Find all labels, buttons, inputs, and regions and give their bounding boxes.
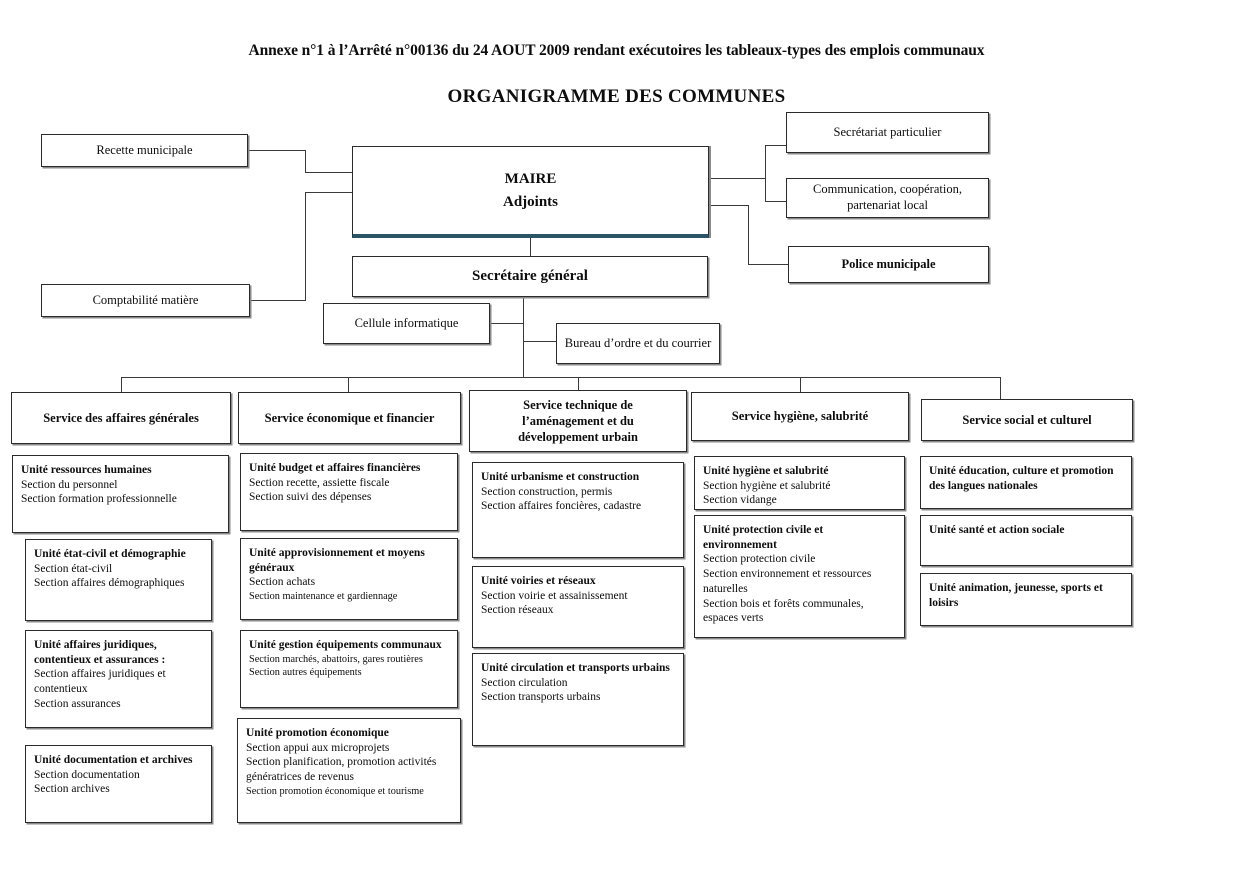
connector-maire-sg <box>530 234 531 256</box>
connector-services-bus <box>121 377 1001 378</box>
connector-sg-spine <box>523 297 524 378</box>
service-header-social-culturel[interactable]: Service social et culturel <box>921 399 1133 441</box>
connector-recette-h1 <box>248 150 306 151</box>
maire-text: MAIRE Adjoints <box>502 171 558 210</box>
unit-ressources-humaines[interactable]: Unité ressources humaines Section du per… <box>12 455 229 533</box>
unit-affaires-juridiques[interactable]: Unité affaires juridiques, contentieux e… <box>25 630 212 728</box>
unit-budget-affaires-financieres[interactable]: Unité budget et affaires financières Sec… <box>240 453 458 531</box>
box-secretaire-general[interactable]: Secrétaire général <box>352 256 708 297</box>
connector-drop-service-2 <box>348 377 349 392</box>
unit-approvisionnement-moyens-generaux[interactable]: Unité approvisionnement et moyens généra… <box>240 538 458 620</box>
connector-comptabilite-v <box>305 192 306 301</box>
box-cellule-informatique[interactable]: Cellule informatique <box>323 303 490 344</box>
connector-drop-service-5 <box>1000 377 1001 399</box>
connector-bureau-ordre <box>523 341 556 342</box>
connector-drop-service-4 <box>800 377 801 392</box>
unit-urbanisme-construction[interactable]: Unité urbanisme et construction Section … <box>472 462 684 558</box>
document-title: Annexe n°1 à l’Arrêté n°00136 du 24 AOUT… <box>248 42 985 59</box>
connector-right-bus-v <box>765 145 766 201</box>
connector-drop-service-1 <box>121 377 122 392</box>
unit-sante-action-sociale[interactable]: Unité santé et action sociale <box>920 515 1132 566</box>
connector-drop-service-3 <box>578 377 579 390</box>
box-comptabilite-matiere[interactable]: Comptabilité matière <box>41 284 250 317</box>
connector-police-h1 <box>710 205 749 206</box>
unit-circulation-transports-urbains[interactable]: Unité circulation et transports urbains … <box>472 653 684 746</box>
connector-maire-right-h <box>710 178 766 179</box>
unit-etat-civil-demographie[interactable]: Unité état-civil et démographie Section … <box>25 539 212 621</box>
service-header-affaires-generales[interactable]: Service des affaires générales <box>11 392 231 444</box>
connector-secretariat-h <box>765 145 786 146</box>
connector-recette-h2 <box>305 172 352 173</box>
connector-recette-v <box>305 150 306 172</box>
box-recette-municipale[interactable]: Recette municipale <box>41 134 248 167</box>
box-police-municipale[interactable]: Police municipale <box>788 246 989 283</box>
connector-comptabilite-h2 <box>305 192 352 193</box>
box-secretariat-particulier[interactable]: Secrétariat particulier <box>786 112 989 153</box>
communication-label: Communication, coopération,partenariat l… <box>813 182 962 212</box>
box-bureau-ordre-courrier[interactable]: Bureau d’ordre et du courrier <box>556 323 720 364</box>
unit-protection-civile-environnement[interactable]: Unité protection civile et environnement… <box>694 515 905 638</box>
unit-hygiene-salubrite[interactable]: Unité hygiène et salubrité Section hygiè… <box>694 456 905 510</box>
connector-police-h2 <box>748 264 788 265</box>
box-communication-cooperation[interactable]: Communication, coopération,partenariat l… <box>786 178 989 218</box>
chart-title: ORGANIGRAMME DES COMMUNES <box>447 86 786 107</box>
service-header-economique-financier[interactable]: Service économique et financier <box>238 392 461 444</box>
unit-voiries-reseaux[interactable]: Unité voiries et réseaux Section voirie … <box>472 566 684 648</box>
connector-police-v <box>748 205 749 264</box>
unit-promotion-economique[interactable]: Unité promotion économique Section appui… <box>237 718 461 823</box>
box-maire-adjoints[interactable]: MAIRE Adjoints <box>352 146 709 238</box>
unit-education-culture-langues[interactable]: Unité éducation, culture et promotion de… <box>920 456 1132 509</box>
service-header-hygiene-salubrite[interactable]: Service hygiène, salubrité <box>691 392 909 441</box>
unit-gestion-equipements-communaux[interactable]: Unité gestion équipements communaux Sect… <box>240 630 458 708</box>
connector-communication-h <box>765 201 786 202</box>
connector-comptabilite-h1 <box>250 300 306 301</box>
unit-documentation-archives[interactable]: Unité documentation et archives Section … <box>25 745 212 823</box>
unit-animation-jeunesse-sports-loisirs[interactable]: Unité animation, jeunesse, sports et loi… <box>920 573 1132 626</box>
connector-cellule-informatique <box>490 323 524 324</box>
